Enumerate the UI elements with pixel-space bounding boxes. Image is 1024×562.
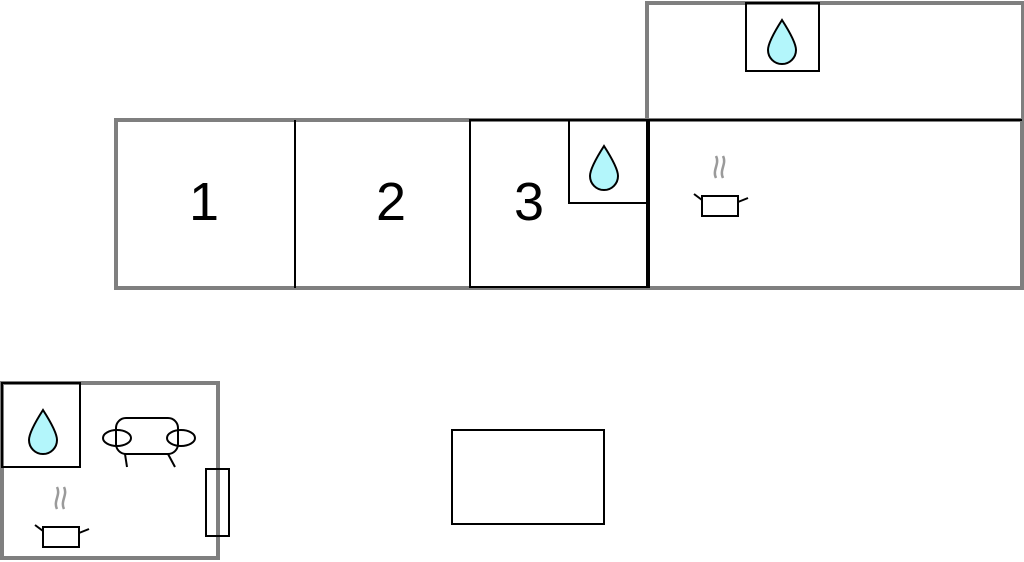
room-1-label: 1 (189, 172, 219, 232)
bathroom-room-3 (568, 119, 648, 204)
swimming-pool-icon (451, 429, 605, 525)
room-2-label: 2 (376, 172, 406, 232)
water-drop-icon (28, 409, 58, 455)
sofa-icon (102, 417, 196, 468)
window-icon (205, 468, 230, 537)
cooking-pot-icon (692, 154, 750, 218)
room-3-label: 3 (514, 172, 544, 232)
annex-building (0, 381, 230, 560)
upper-building (645, 1, 1024, 122)
bathroom-upper (745, 2, 820, 72)
annex-bathroom (1, 382, 81, 468)
water-drop-icon (767, 19, 797, 65)
cooking-pot-icon (33, 485, 91, 549)
water-drop-icon (589, 145, 619, 191)
